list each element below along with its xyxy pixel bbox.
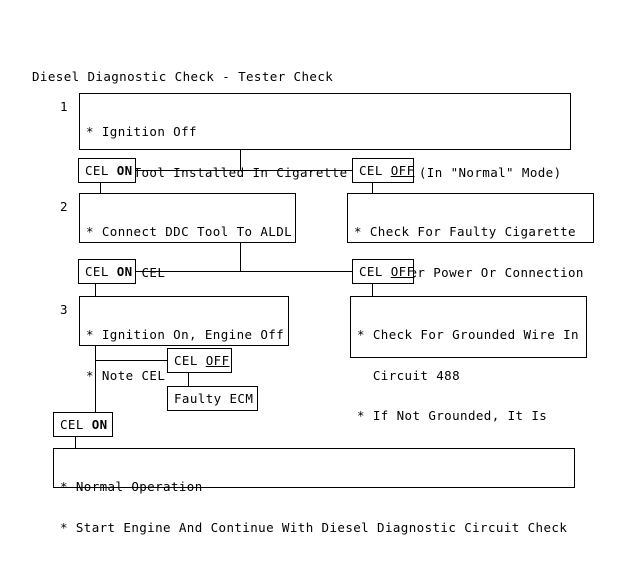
connector-cel-on-2-down <box>95 284 96 296</box>
label-cel-on-1: CEL ON <box>78 158 136 183</box>
connector-branch-bar-2 <box>136 271 353 272</box>
label-on-text: ON <box>116 162 133 178</box>
step-2-box: * Connect DDC Tool To ALDL * Note CEL <box>79 193 296 279</box>
step-3-off-line-3: * If Not Grounded, It Is <box>357 408 548 423</box>
faulty-ecm-text: Faulty ECM <box>174 390 254 406</box>
step-2-off-line-1: * Check For Faulty Cigarette <box>354 224 576 239</box>
step-2-cel-off-result-box: * Check For Faulty Cigarette Lighter Pow… <box>347 193 594 319</box>
connector-step2-down <box>240 243 241 271</box>
step-number-3: 3 <box>60 302 68 317</box>
label-cel-off-1: CEL OFF <box>352 158 414 183</box>
connector-step3-branch-right <box>95 360 168 361</box>
label-off-text: OFF <box>390 162 415 178</box>
label-cel-on-3: CEL ON <box>53 412 113 437</box>
connector-step1-down <box>240 150 241 170</box>
label-cel-text: CEL <box>85 263 109 279</box>
connector-branch-bar-1 <box>136 170 353 171</box>
label-on-text: ON <box>91 416 108 432</box>
step-2-line-1: * Connect DDC Tool To ALDL <box>86 224 293 239</box>
step-1-box: * Ignition Off * DDC Tool Installed In C… <box>79 93 571 219</box>
label-cel-off-2: CEL OFF <box>352 259 414 284</box>
connector-step3-down <box>95 346 96 412</box>
step-3-cel-off-result-box: * Check For Grounded Wire In Circuit 488… <box>350 296 587 463</box>
faulty-ecm-box: Faulty ECM <box>167 386 258 411</box>
final-line-1: * Normal Operation <box>60 479 203 494</box>
step-3-line-1: * Ignition On, Engine Off <box>86 327 285 342</box>
step-3-line-2: * Note CEL <box>86 367 166 383</box>
label-cel-on-2: CEL ON <box>78 259 136 284</box>
label-off-text: OFF <box>205 352 230 368</box>
label-off-text: OFF <box>390 263 415 279</box>
label-cel-text: CEL <box>359 263 383 279</box>
step-number-1: 1 <box>60 99 68 114</box>
final-normal-operation-box: * Normal Operation * Start Engine And Co… <box>53 448 575 534</box>
connector-cel-off-3-down <box>188 373 189 386</box>
label-cel-text: CEL <box>174 352 198 368</box>
connector-cel-off-2-down <box>372 284 373 296</box>
label-cel-text: CEL <box>85 162 109 178</box>
connector-cel-on-3-down <box>75 437 76 448</box>
step-1-line-2: * DDC Tool Installed In Cigarette Lighte… <box>86 164 562 180</box>
label-on-text: ON <box>116 263 133 279</box>
final-line-2: * Start Engine And Continue With Diesel … <box>60 519 568 535</box>
connector-cel-on-1-down <box>100 183 101 193</box>
step-3-box: * Ignition On, Engine Off * Note CEL <box>79 296 289 382</box>
label-cel-text: CEL <box>359 162 383 178</box>
page-title: Diesel Diagnostic Check - Tester Check <box>32 69 334 84</box>
step-1-line-1: * Ignition Off <box>86 124 197 139</box>
connector-cel-off-1-down <box>372 183 373 193</box>
label-cel-text: CEL <box>60 416 84 432</box>
label-cel-off-3: CEL OFF <box>167 348 232 373</box>
step-3-off-line-2: Circuit 488 <box>357 367 461 383</box>
step-number-2: 2 <box>60 199 68 214</box>
step-3-off-line-1: * Check For Grounded Wire In <box>357 327 579 342</box>
